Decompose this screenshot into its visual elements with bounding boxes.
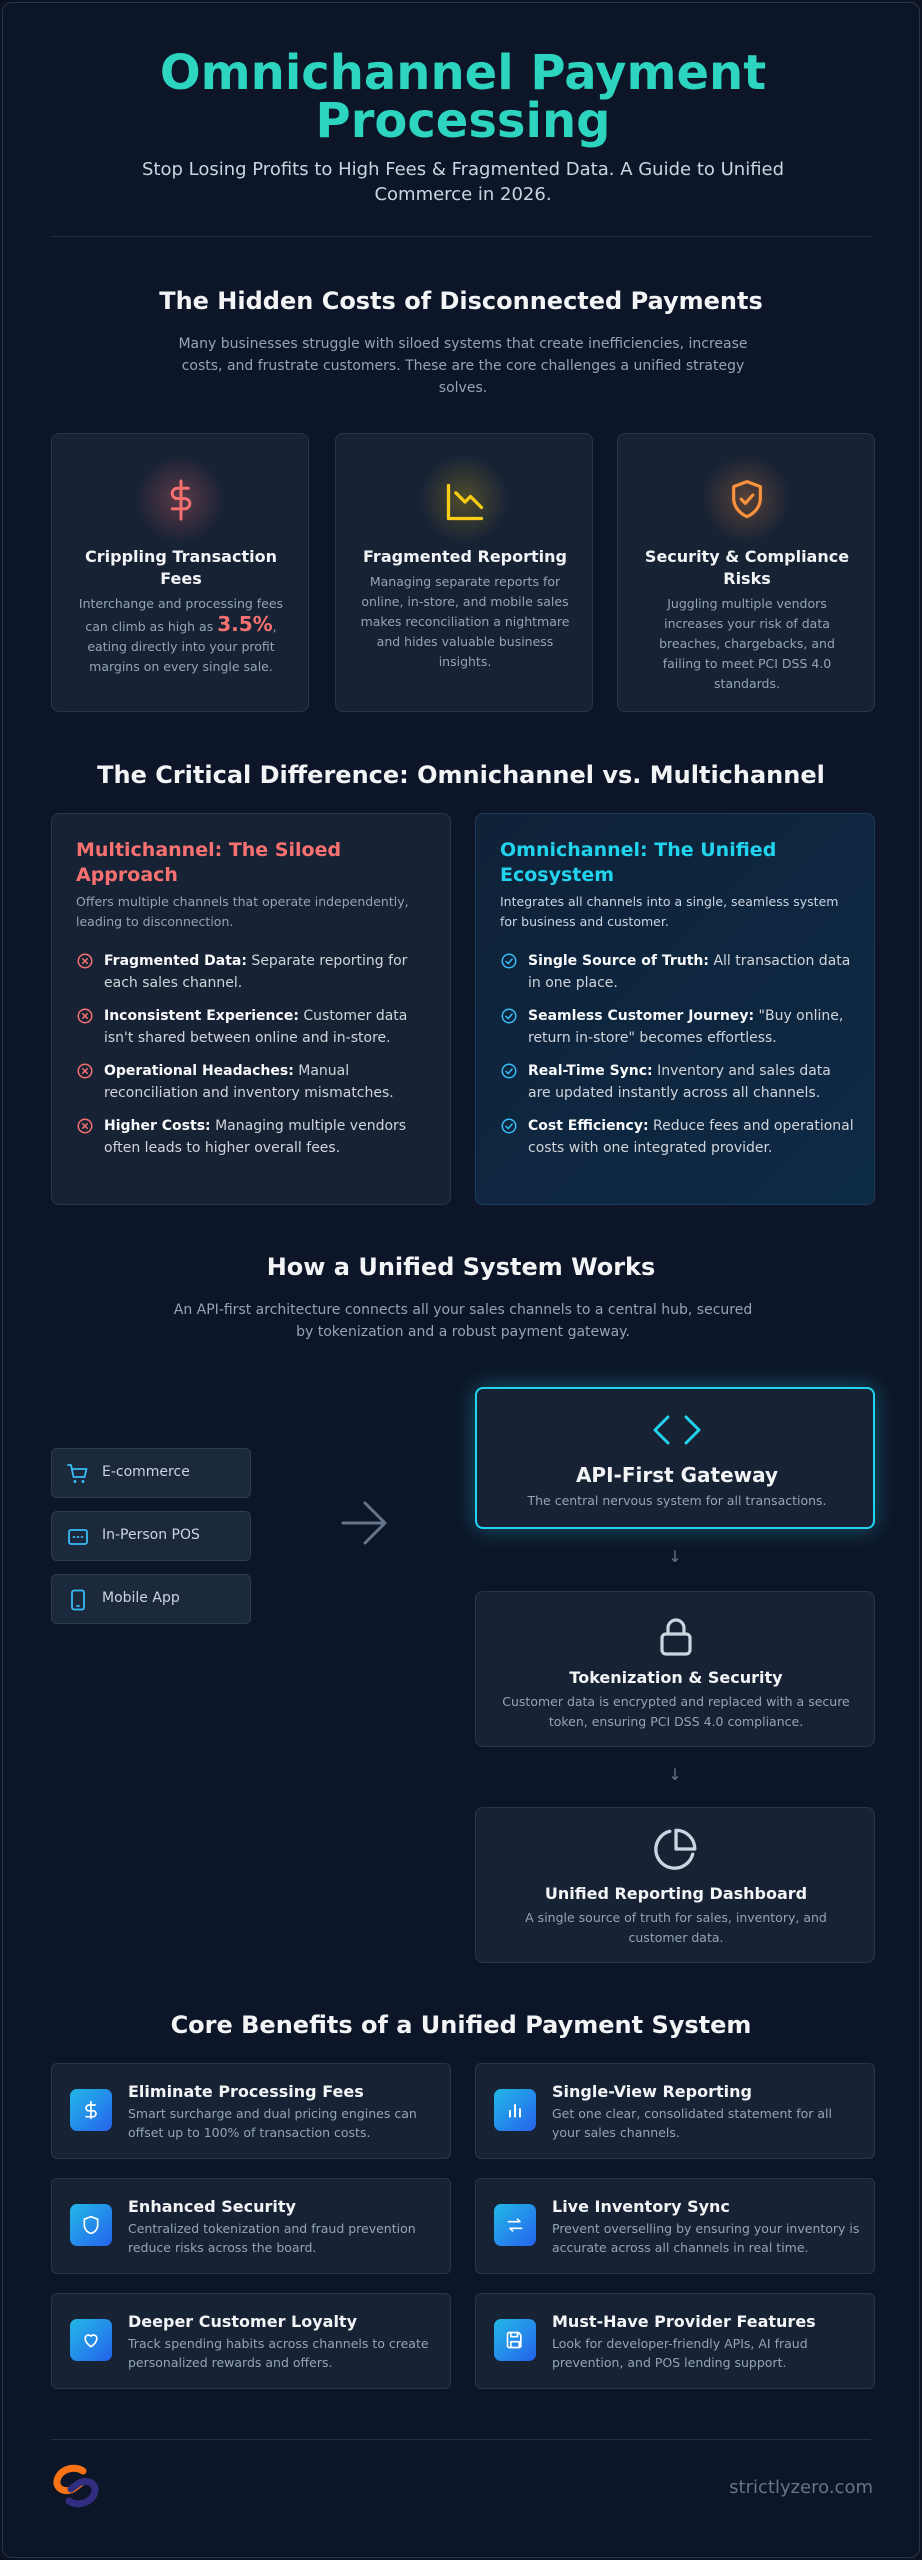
chevron-right-icon [341, 1501, 387, 1545]
benefit-card: Enhanced Security Centralized tokenizati… [51, 2178, 451, 2274]
save-disk-icon [506, 2331, 522, 2349]
mobile-icon [71, 1589, 85, 1611]
benefit-title: Eliminate Processing Fees [128, 2082, 364, 2101]
footer-site: strictlyzero.com [729, 2477, 873, 2498]
shield-check-icon [732, 480, 762, 519]
benefit-title: Single-View Reporting [552, 2082, 752, 2101]
benefit-desc: Prevent overselling by ensuring your inv… [552, 2221, 860, 2255]
channel-ecommerce: E-commerce [51, 1448, 251, 1498]
page-subtitle: Stop Losing Profits to High Fees & Fragm… [141, 159, 785, 205]
multichannel-desc: Offers multiple channels that operate in… [76, 894, 409, 929]
flow-arrow: ↓ [668, 1765, 682, 1784]
channel-label: E-commerce [102, 1464, 190, 1480]
cost-card-title: Fragmented Reporting [363, 547, 567, 566]
omnichannel-desc: Integrates all channels into a single, s… [500, 894, 839, 929]
channel-label: Mobile App [102, 1590, 180, 1606]
list-item: Cost Efficiency: Reduce fees and operati… [500, 1115, 854, 1159]
page-title: Omnichannel Payment Processing [159, 45, 767, 149]
tokenization-node: Tokenization & Security Customer data is… [475, 1591, 875, 1747]
chart-down-icon [446, 483, 484, 521]
section-heading-how: How a Unified System Works [266, 1253, 656, 1281]
multichannel-title: Multichannel: The Siloed Approach [76, 839, 342, 886]
list-item: Inconsistent Experience: Customer data i… [76, 1005, 430, 1049]
x-circle-icon [77, 1118, 93, 1134]
benefit-desc: Smart surcharge and dual pricing engines… [128, 2106, 417, 2140]
sync-arrows-icon [507, 2218, 523, 2232]
channel-mobile: Mobile App [51, 1574, 251, 1624]
cost-card-title: Security & Compliance Risks [644, 547, 850, 588]
section-heading-benefits: Core Benefits of a Unified Payment Syste… [170, 2011, 752, 2039]
benefit-title: Enhanced Security [128, 2197, 296, 2216]
list-item: Operational Headaches: Manual reconcilia… [76, 1060, 430, 1104]
lock-icon [660, 1618, 692, 1656]
brand-logo [53, 2464, 99, 2508]
pos-terminal-icon [68, 1529, 88, 1545]
multichannel-panel: Multichannel: The Siloed Approach Offers… [51, 813, 451, 1205]
divider [51, 236, 871, 237]
dollar-icon [85, 2100, 97, 2120]
gateway-desc: The central nervous system for all trans… [527, 1493, 827, 1508]
fee-highlight: 3.5% [217, 612, 273, 636]
cost-card-fees: Crippling Transaction Fees Interchange a… [51, 433, 309, 712]
list-item: Seamless Customer Journey: "Buy online, … [500, 1005, 854, 1049]
omnichannel-panel: Omnichannel: The Unified Ecosystem Integ… [475, 813, 875, 1205]
list-item: Fragmented Data: Separate reporting for … [76, 950, 430, 994]
section-intro-hidden-costs: Many businesses struggle with siloed sys… [178, 336, 748, 396]
tokenization-desc: Customer data is encrypted and replaced … [502, 1694, 850, 1729]
channel-pos: In-Person POS [51, 1511, 251, 1561]
section-heading-comparison: The Critical Difference: Omnichannel vs.… [97, 761, 825, 789]
flow-arrow: ↓ [668, 1547, 682, 1566]
dollar-icon [170, 479, 192, 521]
benefit-desc: Get one clear, consolidated statement fo… [552, 2106, 833, 2140]
benefit-title: Deeper Customer Loyalty [128, 2312, 358, 2331]
section-intro-how: An API-first architecture connects all y… [173, 1302, 753, 1340]
benefit-card: Must-Have Provider Features Look for dev… [475, 2293, 875, 2389]
benefit-title: Must-Have Provider Features [552, 2312, 816, 2331]
check-circle-icon [501, 1118, 517, 1134]
benefit-card: Live Inventory Sync Prevent overselling … [475, 2178, 875, 2274]
gateway-title: API-First Gateway [575, 1463, 779, 1487]
benefit-desc: Look for developer-friendly APIs, AI fra… [552, 2336, 808, 2370]
cost-card-reporting: Fragmented Reporting Managing separate r… [335, 433, 593, 712]
benefit-title: Live Inventory Sync [552, 2197, 730, 2216]
x-circle-icon [77, 1008, 93, 1024]
benefit-card: Deeper Customer Loyalty Track spending h… [51, 2293, 451, 2389]
x-circle-icon [77, 1063, 93, 1079]
heart-icon [84, 2334, 98, 2348]
benefit-desc: Centralized tokenization and fraud preve… [128, 2221, 416, 2255]
cost-card-desc: Juggling multiple vendors increases your… [659, 596, 835, 691]
section-heading-hidden-costs: The Hidden Costs of Disconnected Payment… [159, 287, 763, 315]
x-circle-icon [77, 953, 93, 969]
channel-label: In-Person POS [102, 1527, 200, 1543]
dashboard-title: Unified Reporting Dashboard [544, 1884, 808, 1903]
cart-icon [67, 1464, 88, 1483]
pie-chart-icon [654, 1828, 697, 1870]
check-circle-icon [501, 1008, 517, 1024]
list-item: Real-Time Sync: Inventory and sales data… [500, 1060, 854, 1104]
shield-icon [83, 2215, 99, 2235]
code-brackets-icon [653, 1415, 701, 1445]
benefit-card: Single-View Reporting Get one clear, con… [475, 2063, 875, 2159]
api-gateway-node: API-First Gateway The central nervous sy… [475, 1387, 875, 1529]
omnichannel-title: Omnichannel: The Unified Ecosystem [500, 839, 777, 886]
list-item: Higher Costs: Managing multiple vendors … [76, 1115, 430, 1159]
check-circle-icon [501, 953, 517, 969]
cost-card-desc: Interchange and processing fees can clim… [78, 596, 284, 674]
divider [51, 2439, 871, 2440]
check-circle-icon [501, 1063, 517, 1079]
cost-card-title: Crippling Transaction Fees [85, 547, 277, 588]
benefit-card: Eliminate Processing Fees Smart surcharg… [51, 2063, 451, 2159]
dashboard-desc: A single source of truth for sales, inve… [525, 1910, 827, 1945]
list-item: Single Source of Truth: All transaction … [500, 950, 854, 994]
bar-chart-icon [509, 2104, 521, 2118]
benefit-desc: Track spending habits across channels to… [128, 2336, 429, 2370]
tokenization-title: Tokenization & Security [569, 1668, 783, 1687]
dashboard-node: Unified Reporting Dashboard A single sou… [475, 1807, 875, 1963]
cost-card-desc: Managing separate reports for online, in… [360, 574, 570, 669]
cost-card-security: Security & Compliance Risks Juggling mul… [617, 433, 875, 712]
